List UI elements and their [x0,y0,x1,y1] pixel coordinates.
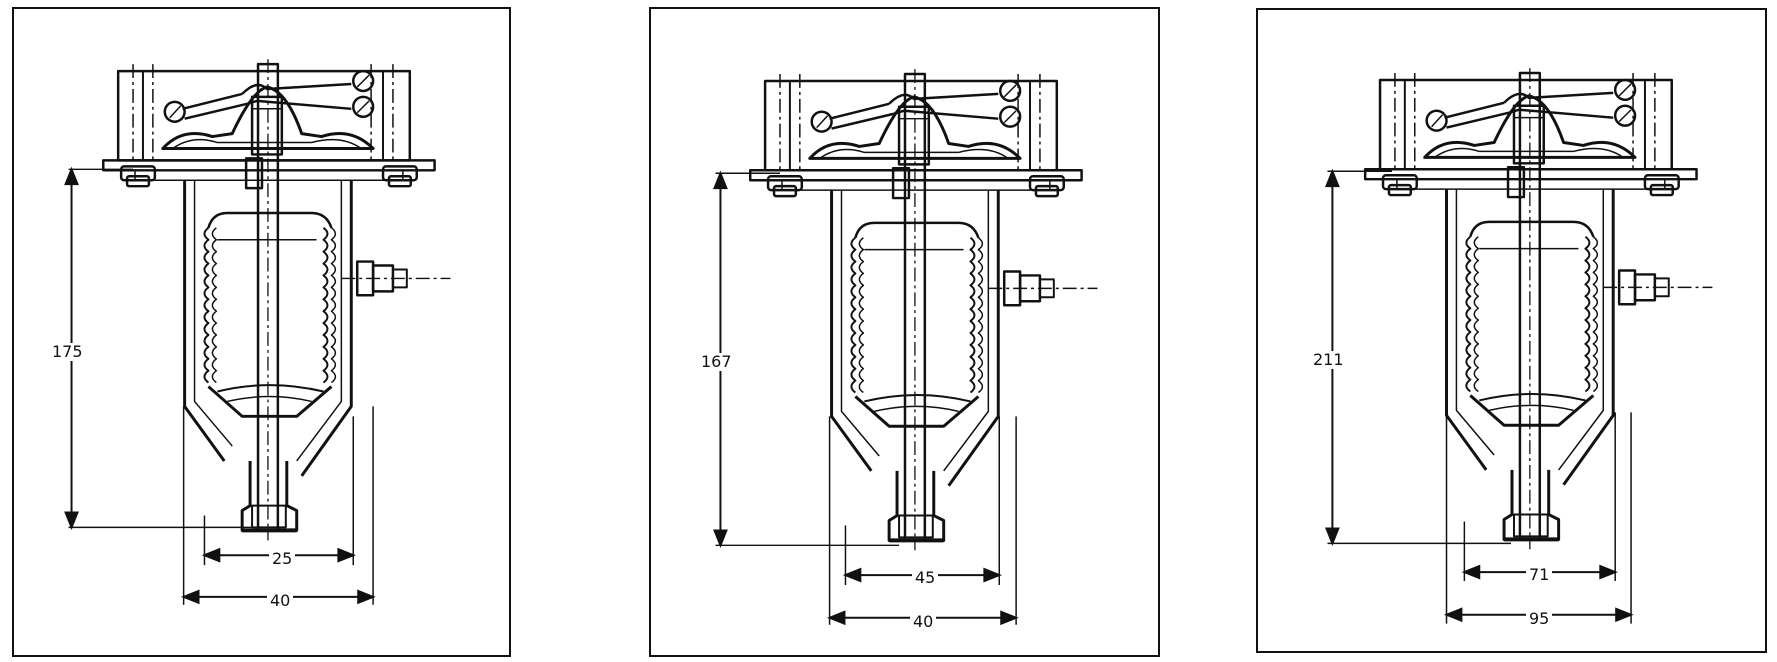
outer-width-dimension-label: 40 [910,613,937,631]
height-dimension-label: 175 [49,343,86,361]
height-dimension-label: 211 [1310,351,1347,369]
valve-drawing-1 [64,57,453,605]
inner-width-dimension-label: 45 [912,569,939,587]
inner-width-dimension-label: 71 [1526,566,1553,584]
dimension-lines [713,170,1019,626]
outer-width-dimension-label: 40 [267,592,294,610]
dimension-lines [1324,168,1634,624]
drawing-panel-1: 175 25 40 [12,7,511,657]
drawing-panel-2: 167 45 40 [649,7,1160,657]
inner-width-dimension-label: 25 [269,550,296,568]
height-dimension-label: 167 [698,353,735,371]
valve-drawing-3 [1324,66,1715,624]
outer-width-dimension-label: 95 [1526,610,1553,628]
valve-drawing-2 [713,67,1100,626]
drawing-panel-3: 211 71 95 [1256,8,1767,653]
